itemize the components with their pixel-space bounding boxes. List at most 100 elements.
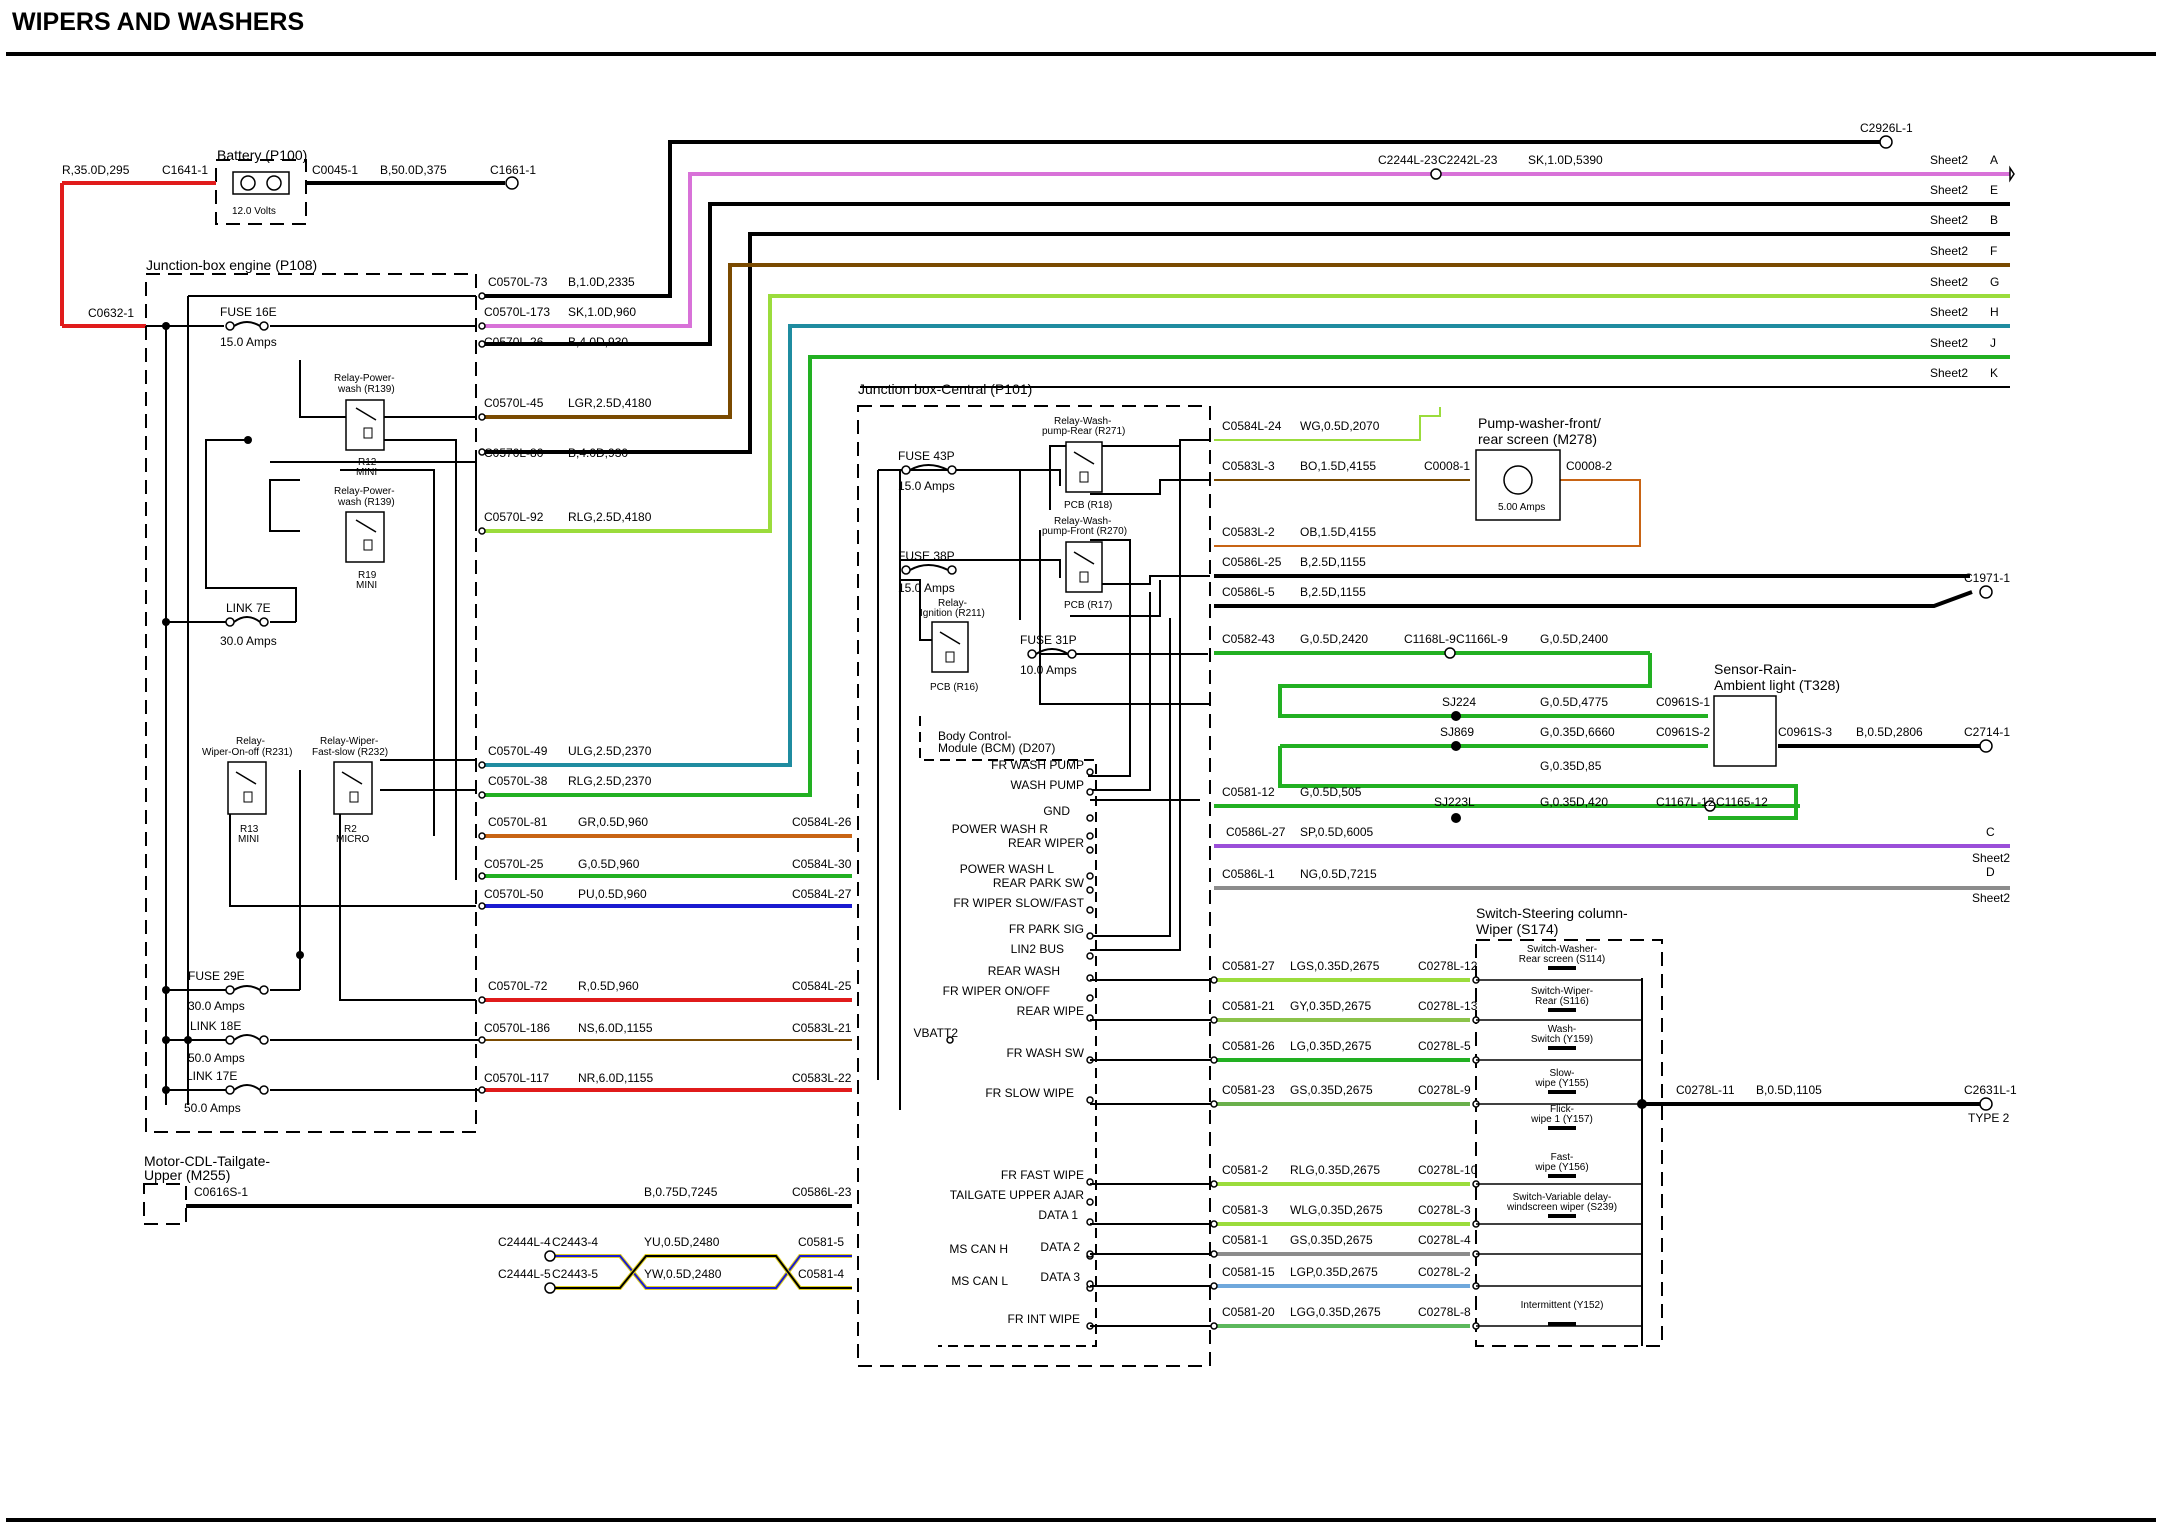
svg-text:FR WIPER ON/OFF: FR WIPER ON/OFF	[943, 984, 1050, 998]
c1971-pin	[1979, 585, 1993, 599]
link-7e: LINK 7E 30.0 Amps	[220, 601, 277, 648]
svg-text:B,4.0D,930: B,4.0D,930	[568, 335, 628, 349]
bcm-pin-13: VBATT2	[914, 1026, 958, 1044]
svg-text:FR SLOW WIPE: FR SLOW WIPE	[985, 1086, 1074, 1100]
svg-text:WASH PUMP: WASH PUMP	[1010, 778, 1084, 792]
bcm-pin-10: REAR WASH	[988, 964, 1094, 982]
svg-text:LGS,0.35D,2675: LGS,0.35D,2675	[1290, 959, 1380, 973]
switch-steering-s174: Switch-Steering column- Wiper (S174)	[1475, 905, 1663, 1347]
svg-text:Sheet2: Sheet2	[1930, 366, 1968, 380]
svg-text:C0961S-1: C0961S-1	[1656, 695, 1710, 709]
svg-text:C0583L-3: C0583L-3	[1222, 459, 1275, 473]
switch-contact-0: Switch-Washer-Rear screen (S114)	[1519, 944, 1605, 970]
jbc-label: Junction box-Central (P101)	[858, 381, 1032, 397]
svg-text:R19: R19	[358, 570, 377, 581]
bcm-pin-0: FR WASH PUMP	[991, 758, 1094, 776]
svg-text:MS CAN L: MS CAN L	[951, 1274, 1008, 1288]
pump-washer-m278: Pump-washer-front/ rear screen (M278) 5.…	[1475, 415, 1601, 521]
sensor-rain-t328: Sensor-Rain- Ambient light (T328)	[1713, 661, 1840, 767]
sj223-dot	[1451, 813, 1461, 823]
svg-text:C0584L-25: C0584L-25	[792, 979, 852, 993]
svg-text:Relay-Wash-: Relay-Wash-	[1054, 416, 1111, 427]
switch-contact-7: Intermittent (Y152)	[1521, 1300, 1603, 1326]
svg-text:GY,0.35D,2675: GY,0.35D,2675	[1290, 999, 1372, 1013]
svg-text:C0581-23: C0581-23	[1222, 1083, 1275, 1097]
svg-text:C0582-43: C0582-43	[1222, 632, 1275, 646]
svg-text:C0581-27: C0581-27	[1222, 959, 1275, 973]
svg-text:R2: R2	[344, 824, 357, 835]
svg-text:Relay-: Relay-	[938, 598, 967, 609]
page-title: WIPERS AND WASHERS	[12, 8, 304, 36]
svg-text:C0583L-22: C0583L-22	[792, 1071, 852, 1085]
lbl-c0045: C0045-1	[312, 163, 358, 177]
svg-text:C0961S-2: C0961S-2	[1656, 725, 1710, 739]
svg-text:C0581-20: C0581-20	[1222, 1305, 1275, 1319]
svg-text:C0581-3: C0581-3	[1222, 1203, 1268, 1217]
switch-wire-0: C0581-27 LGS,0.35D,2675 C0278L-12	[1090, 959, 1642, 984]
fuse-43p: FUSE 43P 15.0 Amps	[898, 449, 957, 493]
battery-label: Battery (P100)	[217, 147, 307, 163]
bcm-pin-2: GND	[1043, 804, 1094, 822]
svg-text:Relay-Wash-: Relay-Wash-	[1054, 516, 1111, 527]
svg-text:Ignition (R211): Ignition (R211)	[920, 608, 985, 619]
svg-text:C2631L-1: C2631L-1	[1964, 1083, 2017, 1097]
svg-text:Slow-: Slow-	[1549, 1068, 1574, 1079]
svg-text:FUSE 31P: FUSE 31P	[1020, 633, 1077, 647]
relay-power-wash-r12: Relay-Power- wash (R139) R12 MINI	[334, 373, 395, 478]
jbe-wire-26: C0570L-26 B,4.0D,930	[484, 335, 628, 349]
svg-text:WG,0.5D,2070: WG,0.5D,2070	[1300, 419, 1380, 433]
svg-text:C1971-1: C1971-1	[1964, 571, 2010, 585]
svg-text:C0278L-3: C0278L-3	[1418, 1203, 1471, 1217]
lbl-c0632: C0632-1	[88, 306, 134, 320]
svg-text:MINI: MINI	[238, 834, 259, 845]
bcm-pin-20: DATA 2	[1040, 1240, 1094, 1258]
bcm-pin-4: REAR WIPER	[1008, 836, 1094, 854]
svg-text:MS CAN H: MS CAN H	[949, 1242, 1008, 1256]
svg-text:LGP,0.35D,2675: LGP,0.35D,2675	[1290, 1265, 1378, 1279]
svg-text:SJ869: SJ869	[1440, 725, 1474, 739]
svg-text:30.0 Amps: 30.0 Amps	[188, 999, 245, 1013]
sj224-dot	[1451, 711, 1461, 721]
svg-text:SJ223L: SJ223L	[1434, 795, 1475, 809]
svg-text:C0586L-25: C0586L-25	[1222, 555, 1282, 569]
svg-text:C2443-5: C2443-5	[552, 1267, 598, 1281]
lbl-c1641: C1641-1	[162, 163, 208, 177]
svg-text:PU,0.5D,960: PU,0.5D,960	[578, 887, 647, 901]
jbe-box	[145, 273, 477, 1133]
svg-text:G,0.5D,2400: G,0.5D,2400	[1540, 632, 1608, 646]
switch-contact-1: Switch-Wiper-Rear (S116)	[1531, 986, 1593, 1012]
svg-text:E: E	[1990, 183, 1998, 197]
svg-text:SJ224: SJ224	[1442, 695, 1476, 709]
switch-contact-5: Fast-wipe (Y156)	[1534, 1152, 1589, 1178]
svg-text:D: D	[1986, 865, 1995, 879]
svg-text:B,0.5D,2806: B,0.5D,2806	[1856, 725, 1923, 739]
svg-text:C0570L-38: C0570L-38	[488, 774, 548, 788]
svg-text:Rear (S116): Rear (S116)	[1535, 996, 1589, 1007]
svg-text:C0584L-27: C0584L-27	[792, 887, 852, 901]
svg-text:C0278L-12: C0278L-12	[1418, 959, 1478, 973]
svg-text:Sheet2: Sheet2	[1930, 275, 1968, 289]
svg-text:DATA 3: DATA 3	[1040, 1270, 1080, 1284]
svg-text:RLG,2.5D,4180: RLG,2.5D,4180	[568, 510, 652, 524]
svg-text:Sensor-Rain-: Sensor-Rain-	[1714, 661, 1797, 677]
svg-text:C0570L-26: C0570L-26	[484, 335, 544, 349]
fuse-16e: FUSE 16E 15.0 Amps	[220, 305, 277, 349]
svg-text:Body Control-: Body Control-	[938, 729, 1011, 743]
svg-text:REAR WIPE: REAR WIPE	[1017, 1004, 1084, 1018]
svg-text:MINI: MINI	[356, 467, 377, 478]
bcm-d207: Body Control- Module (BCM) (D207)	[919, 716, 1097, 1347]
svg-text:C0008-2: C0008-2	[1566, 459, 1612, 473]
svg-text:GS,0.35D,2675: GS,0.35D,2675	[1290, 1083, 1373, 1097]
